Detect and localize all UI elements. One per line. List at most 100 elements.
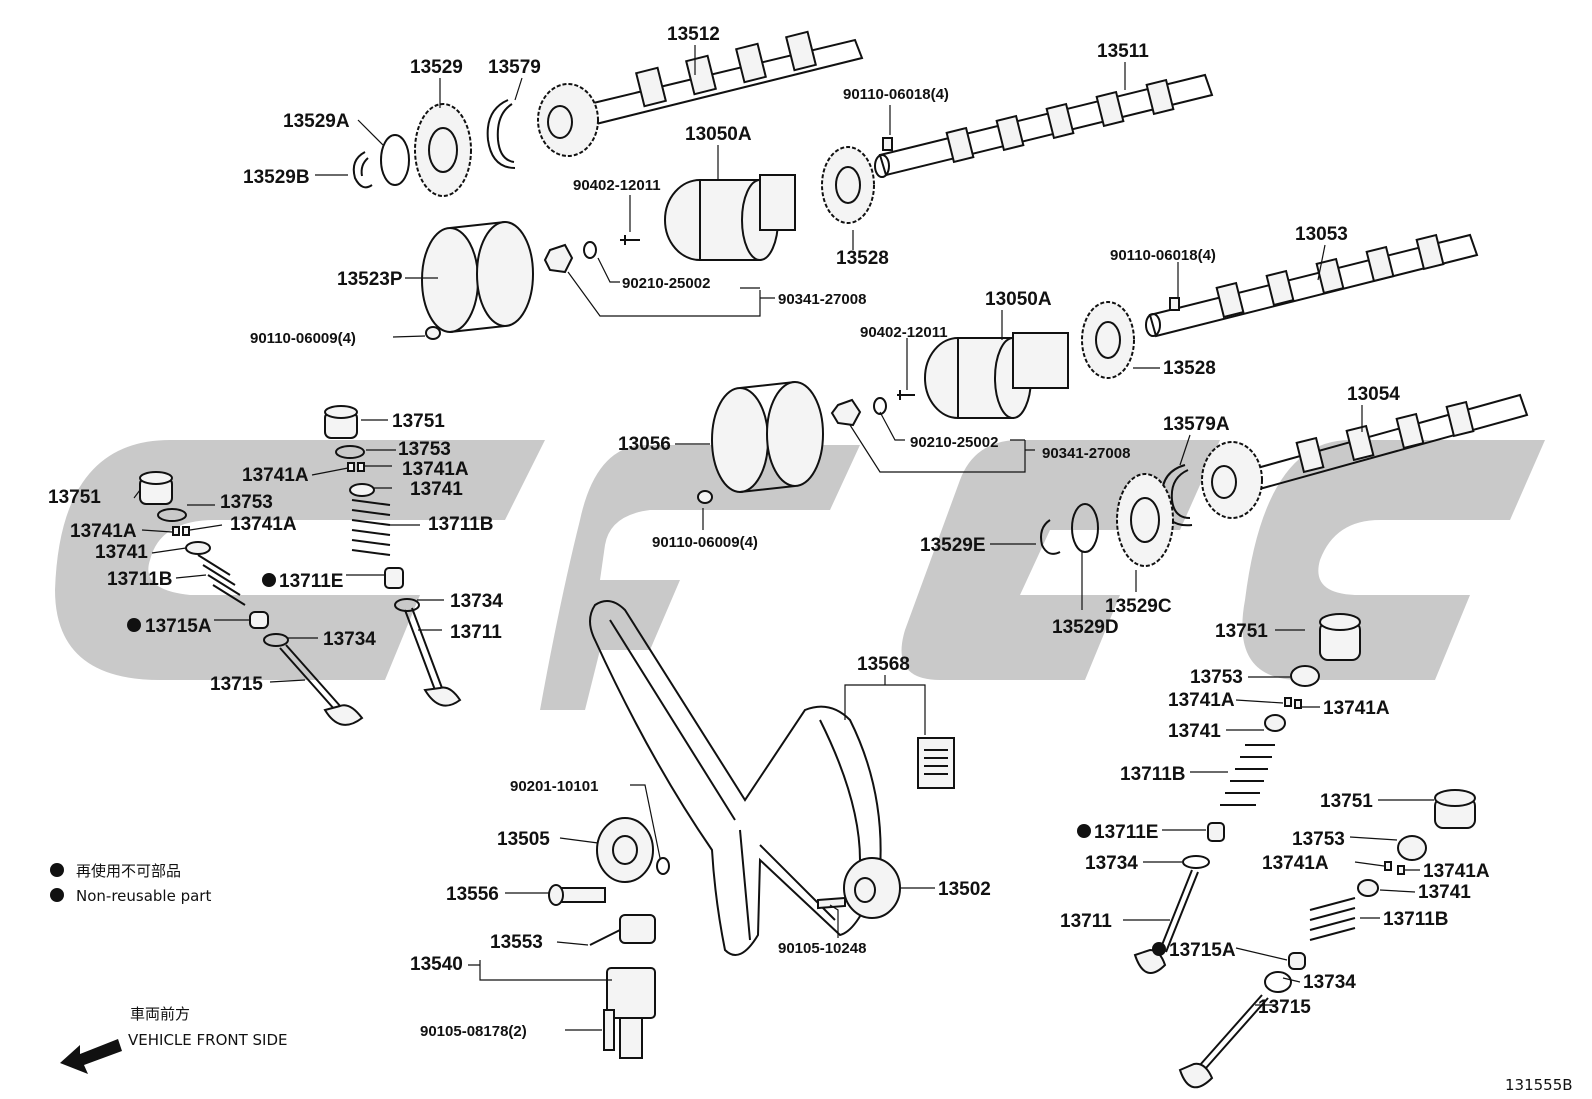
valve-13715-b bbox=[1178, 994, 1269, 1089]
bolt-90110-06009-lower bbox=[697, 490, 713, 504]
spring-13711B-a bbox=[351, 499, 391, 556]
label-13751-d: 13751 bbox=[1320, 791, 1373, 812]
keys-13741A-a bbox=[347, 462, 365, 472]
bolt-90105-10248 bbox=[817, 896, 846, 910]
legend-text-en: Non-reusable part bbox=[76, 887, 211, 905]
label-13529A: 13529A bbox=[283, 111, 350, 132]
retainer-13741-a bbox=[349, 483, 375, 497]
shim-13753-d bbox=[1397, 835, 1427, 861]
label-13511: 13511 bbox=[1097, 41, 1149, 62]
label-13711B-a: 13711B bbox=[428, 514, 494, 535]
label-13715A-a: 13715A bbox=[145, 616, 212, 637]
label-13528-upper: 13528 bbox=[836, 248, 889, 269]
sprocket-13529C bbox=[1116, 473, 1174, 567]
label-90110-06009-upper: 90110-06009(4) bbox=[250, 330, 356, 347]
label-13053: 13053 bbox=[1295, 224, 1348, 245]
shim-13753-a bbox=[335, 445, 365, 459]
lifter-13751-a bbox=[324, 405, 358, 439]
retainer-13741-c bbox=[1264, 714, 1286, 732]
label-90201-10101: 90201-10101 bbox=[510, 778, 598, 795]
seal-13711E-a bbox=[384, 567, 404, 589]
label-13056: 13056 bbox=[618, 434, 671, 455]
non-reusable-dot bbox=[1077, 824, 1091, 838]
lifter-13751-c bbox=[1319, 613, 1361, 661]
label-90110-06009-lower: 90110-06009(4) bbox=[652, 534, 758, 551]
nut-90341-27008-lower bbox=[830, 397, 887, 427]
label-13579A: 13579A bbox=[1163, 414, 1230, 435]
retainer-13741-d bbox=[1357, 879, 1379, 897]
label-13734-d: 13734 bbox=[1303, 972, 1356, 993]
label-13734-a: 13734 bbox=[450, 591, 503, 612]
label-13528-lower: 13528 bbox=[1163, 358, 1216, 379]
non-reusable-dot bbox=[262, 573, 276, 587]
washer-13529D bbox=[1071, 503, 1099, 553]
direction-text-en: VEHICLE FRONT SIDE bbox=[128, 1031, 288, 1049]
keys-13741A-b bbox=[172, 526, 190, 536]
label-13711B-b: 13711B bbox=[107, 569, 173, 590]
camshaft-gear-13512 bbox=[537, 83, 599, 157]
camshaft-13053 bbox=[1145, 233, 1479, 338]
label-13741A-d2: 13741A bbox=[1423, 861, 1490, 882]
washer-13529A bbox=[380, 134, 410, 186]
washer-13734-c bbox=[1182, 855, 1210, 869]
label-13741A-c1: 13741A bbox=[1168, 690, 1235, 711]
label-13715A-b: 13715A bbox=[1169, 940, 1236, 961]
label-13751-a: 13751 bbox=[392, 411, 445, 432]
legend-dot-en bbox=[50, 888, 64, 902]
sensor-13553 bbox=[589, 914, 656, 946]
gear-13528-lower bbox=[1081, 301, 1135, 379]
label-90402-12011-lower: 90402-12011 bbox=[860, 324, 948, 341]
label-13741A-b1: 13741A bbox=[70, 521, 137, 542]
label-13540: 13540 bbox=[410, 954, 463, 975]
label-90210-25002-upper: 90210-25002 bbox=[622, 275, 710, 292]
keys-13741A-d bbox=[1384, 861, 1405, 875]
seal-13715A-b bbox=[1288, 952, 1306, 970]
lifter-13751-b bbox=[139, 471, 173, 505]
lifter-13751-d bbox=[1434, 789, 1476, 829]
idler-13505 bbox=[596, 817, 654, 883]
keys-13741A-c bbox=[1284, 697, 1302, 709]
seal-13715A-a bbox=[249, 611, 269, 629]
camshaft-13054 bbox=[1248, 393, 1529, 492]
gear-13528-upper bbox=[821, 146, 875, 224]
label-13715-b: 13715 bbox=[1258, 997, 1311, 1018]
label-13529: 13529 bbox=[410, 57, 463, 78]
ring-13529E bbox=[1040, 519, 1061, 555]
label-90110-06018-lower: 90110-06018(4) bbox=[1110, 247, 1216, 264]
label-13741-d: 13741 bbox=[1418, 882, 1471, 903]
valve-13715-a bbox=[279, 644, 364, 726]
label-13529C: 13529C bbox=[1105, 596, 1172, 617]
label-13753-b: 13753 bbox=[220, 492, 273, 513]
spring-13711B-b bbox=[197, 554, 246, 606]
timing-pulley-13523P bbox=[421, 221, 534, 333]
bolt-90402-12011-lower bbox=[897, 390, 915, 400]
camshaft-gear-13054 bbox=[1201, 441, 1263, 519]
idler-13502 bbox=[843, 857, 901, 919]
label-13050A-lower: 13050A bbox=[985, 289, 1052, 310]
label-13741A-b2: 13741A bbox=[230, 514, 297, 535]
sprocket-13529 bbox=[414, 103, 472, 197]
watermark-letter-2 bbox=[540, 445, 860, 710]
leader-lines bbox=[133, 45, 1434, 1031]
label-13711B-d: 13711B bbox=[1383, 909, 1449, 930]
legend: 再使用不可部品 Non-reusable part bbox=[50, 862, 211, 905]
bolt-90105-08178 bbox=[603, 1009, 615, 1051]
snap-ring-13579 bbox=[486, 99, 516, 169]
label-13568: 13568 bbox=[857, 654, 910, 675]
part-labels: 13512 13511 13529 13579 13529A 13529B 90… bbox=[48, 24, 1490, 1040]
label-13741A-d1: 13741A bbox=[1262, 853, 1329, 874]
spring-13711B-c bbox=[1220, 744, 1275, 806]
label-90341-27008-lower: 90341-27008 bbox=[1042, 445, 1130, 462]
bolt-90110-06009-upper bbox=[425, 326, 441, 340]
label-13741-b: 13741 bbox=[95, 542, 148, 563]
label-13751-b: 13751 bbox=[48, 487, 101, 508]
label-13741A-c2: 13741A bbox=[1323, 698, 1390, 719]
washer-13734-a bbox=[394, 598, 420, 612]
non-reusable-dot bbox=[1152, 942, 1166, 956]
arrow-left-icon bbox=[60, 1039, 122, 1074]
tensioner-13540 bbox=[606, 967, 656, 1059]
timing-belt bbox=[589, 600, 882, 956]
seal-13711E-b bbox=[1207, 822, 1225, 842]
bolt-90110-06018-upper bbox=[882, 137, 893, 151]
